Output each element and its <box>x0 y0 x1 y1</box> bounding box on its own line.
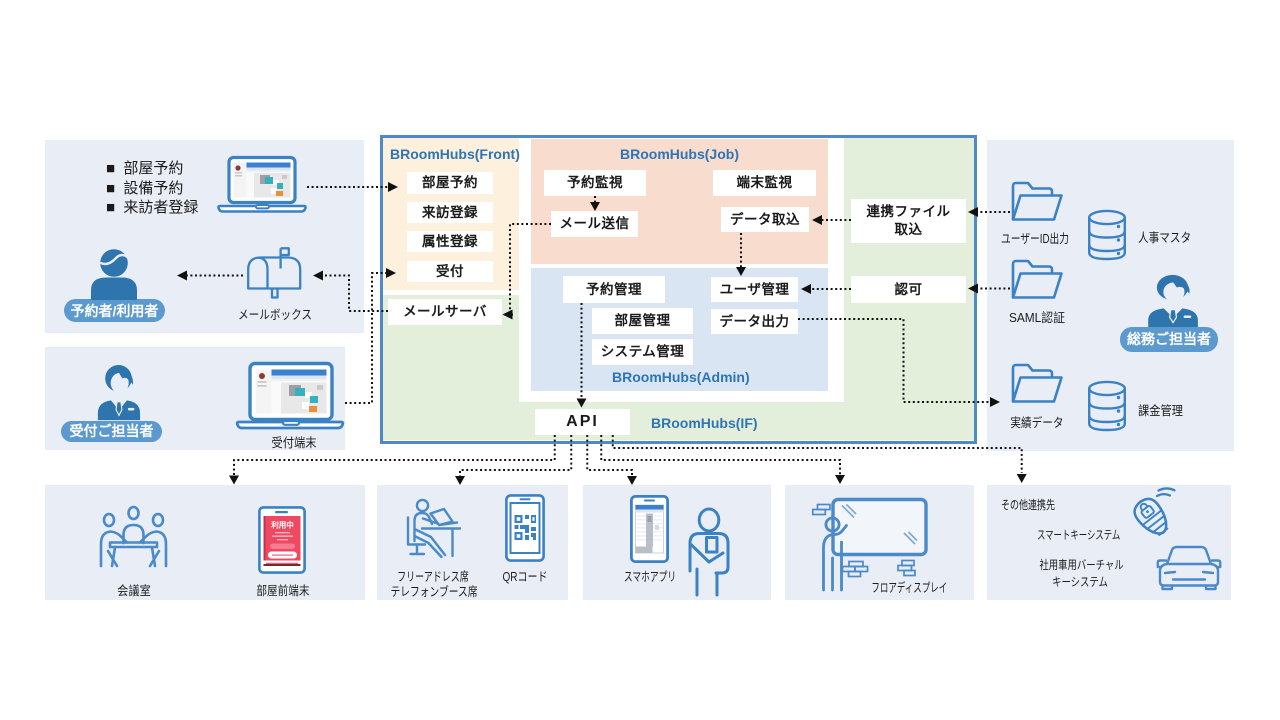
svg-text:利用中: 利用中 <box>270 520 294 530</box>
